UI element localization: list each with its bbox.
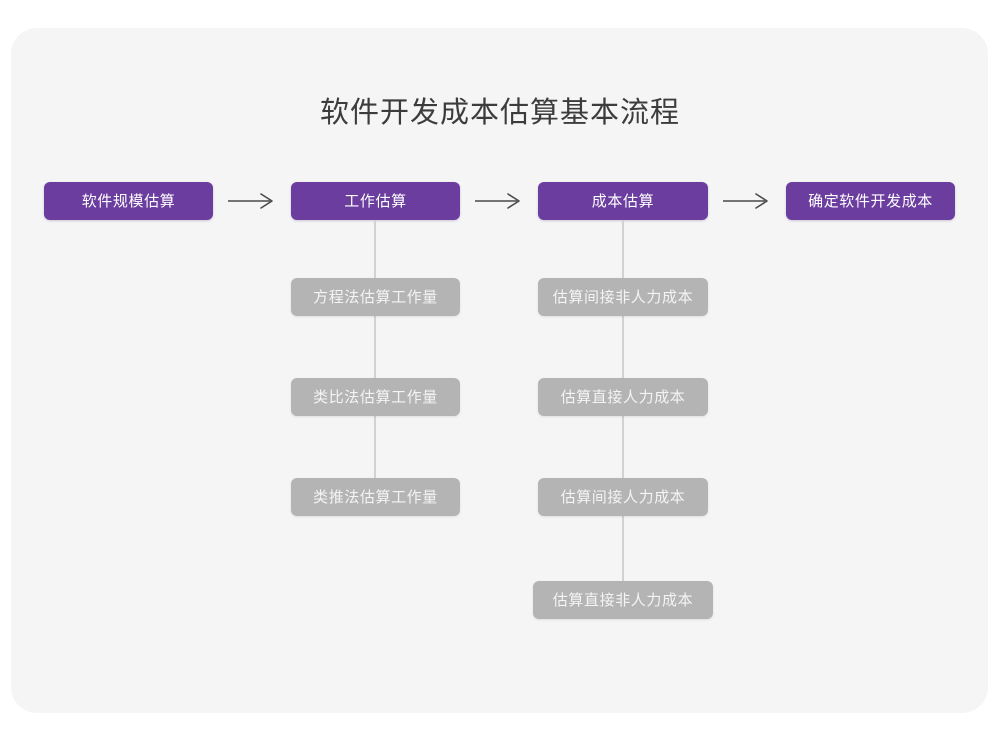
sub-node-indirect-non-labor-cost[interactable]: 估算间接非人力成本: [538, 278, 708, 316]
sub-node-direct-non-labor-cost[interactable]: 估算直接非人力成本: [533, 581, 713, 619]
sub-node-effort-inference-method[interactable]: 类推法估算工作量: [291, 478, 460, 516]
arrow-right-icon: [723, 193, 768, 209]
sub-node-indirect-labor-cost[interactable]: 估算间接人力成本: [538, 478, 708, 516]
sub-node-direct-labor-cost[interactable]: 估算直接人力成本: [538, 378, 708, 416]
sub-node-effort-equation-method[interactable]: 方程法估算工作量: [291, 278, 460, 316]
flow-node-cost-estimation[interactable]: 成本估算: [538, 182, 708, 220]
flow-node-effort-estimation[interactable]: 工作估算: [291, 182, 460, 220]
arrow-right-icon: [475, 193, 520, 209]
flow-node-software-scale-estimation[interactable]: 软件规模估算: [44, 182, 213, 220]
diagram-card: [11, 28, 988, 713]
connector-line-effort-branch: [374, 220, 376, 500]
page-title: 软件开发成本估算基本流程: [319, 97, 680, 129]
sub-node-effort-analogy-method[interactable]: 类比法估算工作量: [291, 378, 460, 416]
flow-node-determine-development-cost[interactable]: 确定软件开发成本: [786, 182, 955, 220]
arrow-right-icon: [228, 193, 273, 209]
